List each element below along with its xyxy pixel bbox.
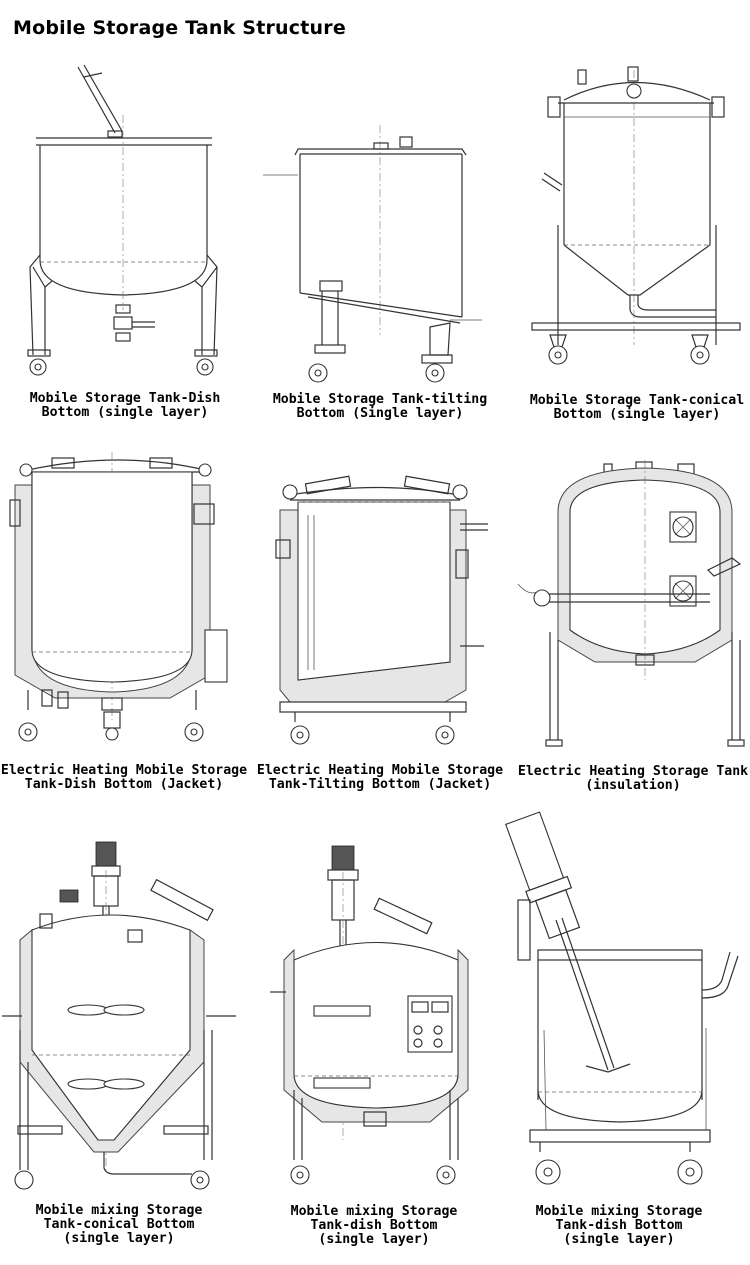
tank-caption-electric-dish-jacket: Electric Heating Mobile Storage Tank-Dis…: [0, 764, 249, 792]
tank-caption-dish-bottom: Mobile Storage Tank-Dish Bottom (single …: [0, 392, 250, 420]
tank-electric-tilting-jacket-svg: [275, 475, 488, 745]
tank-caption-mixing-dish-tilted: Mobile mixing Storage Tank-dish Bottom (…: [494, 1205, 744, 1247]
tank-drawing-mixing-dish: [250, 830, 500, 1200]
page-title: Mobile Storage Tank Structure: [13, 17, 346, 39]
tank-drawing-electric-tilting-jacket: [250, 440, 500, 760]
tank-caption-conical-bottom: Mobile Storage Tank-conical Bottom (sing…: [512, 394, 750, 422]
tank-drawing-tilting-bottom: [250, 55, 500, 385]
caption-line: (single layer): [318, 1232, 430, 1247]
caption-line: (single layer): [563, 1232, 675, 1247]
caption-line: Tank-conical Bottom: [43, 1217, 195, 1232]
tank-drawing-electric-insulation: [500, 440, 750, 760]
tank-drawing-mixing-dish-tilted-agitator: [500, 800, 750, 1200]
tank-drawing-mixing-conical: [0, 830, 250, 1200]
tank-caption-electric-insulation: Electric Heating Storage Tank (insulatio…: [508, 765, 750, 793]
tank-conical-bottom-svg: [531, 66, 741, 365]
caption-line: Tank-Dish Bottom (Jacket): [24, 777, 224, 792]
tank-mixing-dish-tilted-agitator-svg: [505, 811, 739, 1185]
tank-drawing-electric-dish-jacket: [0, 440, 250, 760]
tank-tilting-bottom-svg: [263, 125, 482, 383]
caption-line: Electric Heating Storage Tank: [517, 764, 749, 779]
caption-line: Tank-dish Bottom: [310, 1218, 438, 1233]
tank-caption-tilting-bottom: Mobile Storage Tank-tilting Bottom (Sing…: [255, 393, 505, 421]
caption-line: Bottom (Single layer): [296, 406, 464, 421]
tank-caption-mixing-dish: Mobile mixing Storage Tank-dish Bottom (…: [249, 1205, 499, 1247]
caption-line: Mobile mixing Storage: [535, 1204, 703, 1219]
caption-line: (single layer): [63, 1231, 175, 1246]
caption-line: Mobile mixing Storage: [290, 1204, 458, 1219]
caption-line: Tank-dish Bottom: [555, 1218, 683, 1233]
caption-line: Electric Heating Mobile Storage: [0, 763, 248, 778]
caption-line: Bottom (single layer): [41, 405, 209, 420]
tank-dish-bottom-svg: [27, 64, 218, 376]
caption-line: Bottom (single layer): [553, 407, 721, 422]
caption-line: Electric Heating Mobile Storage: [256, 763, 504, 778]
tank-mixing-dish-svg: [270, 845, 469, 1185]
caption-line: Tank-Tilting Bottom (Jacket): [268, 777, 492, 792]
tank-drawing-dish-bottom: [0, 55, 250, 385]
tank-caption-electric-tilting-jacket: Electric Heating Mobile Storage Tank-Til…: [255, 764, 505, 792]
tank-mixing-conical-svg: [2, 841, 236, 1190]
tank-electric-dish-jacket-svg: [9, 452, 228, 742]
tank-caption-mixing-conical: Mobile mixing Storage Tank-conical Botto…: [0, 1204, 244, 1246]
caption-line: Mobile Storage Tank-conical: [529, 393, 745, 408]
caption-line: Mobile Storage Tank-tilting: [272, 392, 488, 407]
caption-line: Mobile mixing Storage: [35, 1203, 203, 1218]
tank-drawing-conical-bottom: [500, 55, 750, 385]
tank-electric-insulation-svg: [517, 460, 745, 747]
caption-line: Mobile Storage Tank-Dish: [29, 391, 221, 406]
caption-line: (insulation): [585, 778, 681, 793]
